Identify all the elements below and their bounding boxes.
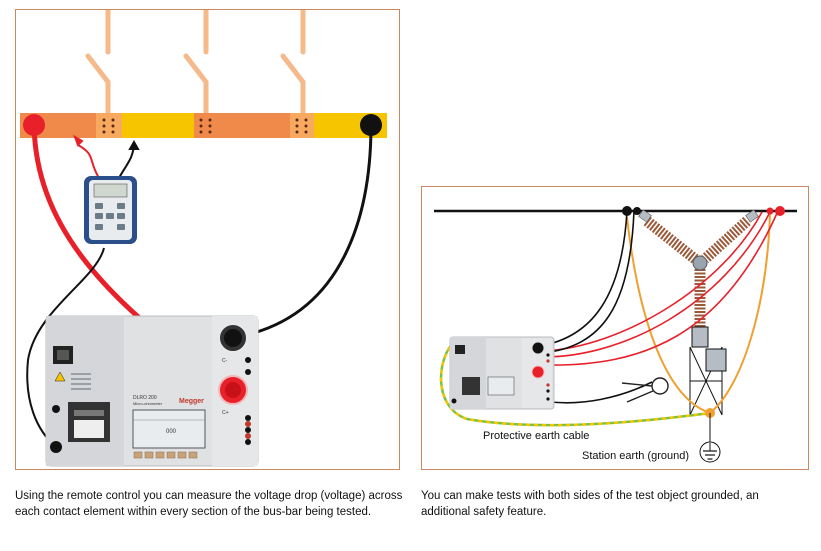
caption-right: You can make tests with both sides of th…: [421, 490, 759, 518]
black-current-lead: [230, 124, 373, 340]
bus-bar: [20, 113, 387, 138]
c-minus-terminal: C-: [218, 323, 248, 364]
station-earth-label: Station earth (ground): [582, 450, 689, 462]
instrument-subtitle-label: Micro-ohmmeter: [133, 401, 163, 406]
earth-ground-icon: [699, 441, 721, 463]
grounded-test-diagram: Protective earth cable Station earth (gr…: [434, 206, 797, 463]
svg-text:C-: C-: [222, 358, 228, 364]
busbar-diagram-panel: DLRO 200 Micro-ohmmeter Megger 000: [15, 9, 400, 470]
clamp-icon: [621, 377, 669, 403]
instrument-model-label: DLRO 200: [133, 395, 157, 401]
support-structure: [689, 326, 727, 416]
disconnector-switches: [85, 10, 306, 116]
grounded-test-panel: Protective earth cable Station earth (gr…: [421, 186, 809, 470]
remote-sense-leads: [73, 134, 140, 179]
remote-control-icon: [84, 176, 137, 244]
svg-text:C+: C+: [222, 410, 229, 416]
c-plus-terminal: C+: [218, 375, 248, 416]
protective-earth-cable: [439, 340, 711, 427]
protective-earth-label: Protective earth cable: [483, 430, 589, 442]
red-clamp-connection: [23, 114, 45, 136]
black-clamp-connection: [360, 114, 382, 136]
instrument-icon: DLRO 200 Micro-ohmmeter Megger 000: [45, 315, 259, 467]
instrument-icon: [449, 336, 555, 410]
caption-left: Using the remote control you can measure…: [15, 490, 403, 518]
display-reading: 000: [166, 429, 177, 435]
instrument-brand-label: Megger: [179, 398, 204, 405]
busbar-diagram: DLRO 200 Micro-ohmmeter Megger 000: [20, 10, 387, 467]
remote-cable: [26, 247, 105, 448]
